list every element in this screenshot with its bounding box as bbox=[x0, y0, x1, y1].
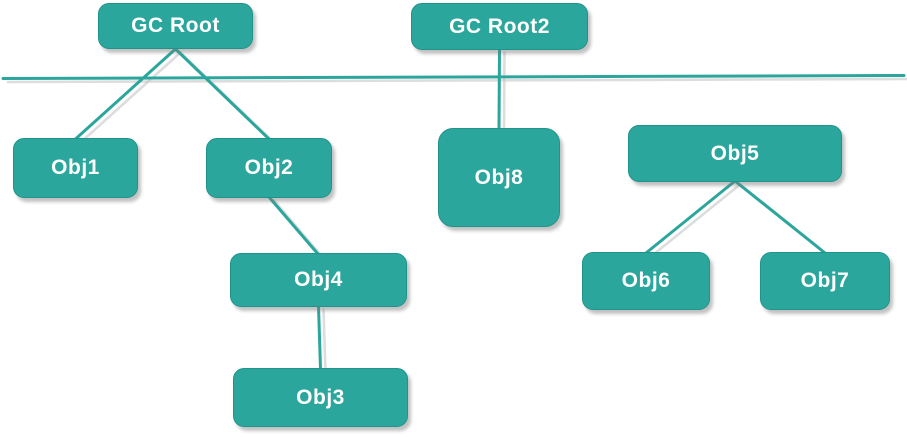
node-obj7-label: Obj7 bbox=[800, 269, 850, 292]
node-gc-root2-label: GC Root2 bbox=[449, 14, 550, 38]
node-obj4-label: Obj4 bbox=[294, 268, 343, 291]
node-obj6-label: Obj6 bbox=[621, 269, 671, 292]
edge-obj2-obj4 bbox=[267, 195, 320, 256]
node-obj1-label: Obj1 bbox=[51, 156, 100, 179]
edge-gcroot-obj2 bbox=[174, 47, 271, 141]
node-obj1: Obj1 bbox=[13, 138, 138, 198]
node-obj3: Obj3 bbox=[233, 368, 408, 427]
edge-gcroot-obj1 bbox=[74, 47, 177, 141]
node-obj8: Obj8 bbox=[438, 128, 560, 227]
node-obj5-label: Obj5 bbox=[710, 141, 760, 165]
node-obj2: Obj2 bbox=[206, 138, 332, 198]
horizontal-divider-line bbox=[1, 74, 906, 80]
edge-gcroot2-obj8 bbox=[497, 47, 501, 131]
edge-obj5-obj7 bbox=[733, 179, 827, 255]
node-gc-root: GC Root bbox=[98, 3, 253, 49]
node-obj4: Obj4 bbox=[230, 253, 407, 307]
node-obj2-label: Obj2 bbox=[244, 156, 294, 179]
node-gc-root-label: GC Root bbox=[131, 14, 220, 37]
node-obj6: Obj6 bbox=[582, 252, 710, 310]
node-obj3-label: Obj3 bbox=[296, 385, 345, 409]
node-obj5: Obj5 bbox=[628, 125, 842, 182]
node-gc-root2: GC Root2 bbox=[411, 3, 588, 50]
edge-obj4-obj3 bbox=[317, 304, 322, 371]
node-obj7: Obj7 bbox=[760, 252, 890, 310]
edge-obj5-obj6 bbox=[644, 179, 737, 255]
node-obj8-label: Obj8 bbox=[474, 165, 524, 189]
